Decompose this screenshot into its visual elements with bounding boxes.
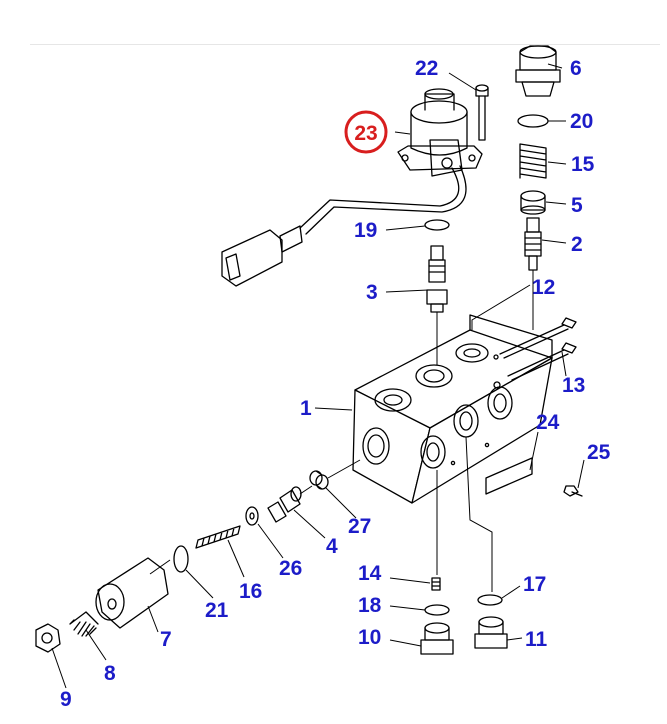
callout-19[interactable]: 19 (354, 219, 377, 242)
washer-26-part (245, 506, 259, 526)
assembly-lines (149, 270, 534, 592)
callout-27[interactable]: 27 (348, 515, 371, 538)
plug-6-part (515, 45, 561, 97)
callout-24[interactable]: 24 (536, 411, 560, 434)
fitting-27-part (309, 470, 329, 490)
callout-23[interactable]: 23 (354, 122, 377, 145)
leader-lines (51, 63, 585, 689)
callout-25[interactable]: 25 (587, 441, 611, 464)
spring-15-part (519, 143, 547, 179)
highlight-circle (344, 110, 388, 154)
callout-15[interactable]: 15 (571, 153, 595, 176)
screw-25-part (563, 485, 583, 497)
callout-12[interactable]: 12 (532, 276, 555, 299)
callout-3[interactable]: 3 (366, 281, 378, 304)
o-ring-17-part (477, 594, 503, 606)
callout-2[interactable]: 2 (571, 233, 583, 256)
o-ring-18-part (424, 604, 450, 616)
callout-18[interactable]: 18 (358, 594, 382, 617)
plug-11-part (474, 616, 508, 649)
callout-13[interactable]: 13 (562, 374, 585, 397)
callout-1[interactable]: 1 (300, 397, 312, 420)
nut-9-part (35, 623, 61, 653)
nameplate-24-part (485, 457, 533, 495)
sleeve-7-part (95, 557, 169, 629)
callout-14[interactable]: 14 (358, 562, 382, 585)
callout-22[interactable]: 22 (415, 57, 438, 80)
screw-13-part (507, 342, 577, 381)
callout-5[interactable]: 5 (571, 194, 583, 217)
spring-16-part (195, 525, 241, 549)
valve-3-part (426, 245, 448, 313)
solenoid-part (221, 88, 483, 287)
callout-26[interactable]: 26 (279, 557, 302, 580)
screw-12-part (499, 317, 577, 359)
bolt-22-part (475, 84, 489, 141)
callout-21[interactable]: 21 (205, 599, 229, 622)
callout-17[interactable]: 17 (523, 573, 546, 596)
valve-4-part (267, 486, 302, 523)
callout-11[interactable]: 11 (525, 628, 548, 651)
callout-20[interactable]: 20 (570, 110, 593, 133)
callout-9[interactable]: 9 (60, 688, 72, 711)
callout-10[interactable]: 10 (358, 626, 381, 649)
callout-7[interactable]: 7 (160, 628, 172, 651)
callout-8[interactable]: 8 (104, 662, 116, 685)
seat-5-part (520, 190, 546, 215)
o-ring-20-part (517, 114, 549, 128)
callout-16[interactable]: 16 (239, 580, 262, 603)
spring-14-part (431, 577, 441, 591)
callout-4[interactable]: 4 (326, 535, 338, 558)
o-ring-21-part (173, 545, 189, 573)
plug-10-part (420, 622, 454, 655)
page-top-rule (30, 44, 660, 45)
valve-2-part (524, 217, 542, 271)
o-ring-19-part (424, 219, 450, 231)
spring-8-part (69, 611, 99, 637)
valve-block-part (352, 314, 553, 504)
callout-6[interactable]: 6 (570, 57, 582, 80)
